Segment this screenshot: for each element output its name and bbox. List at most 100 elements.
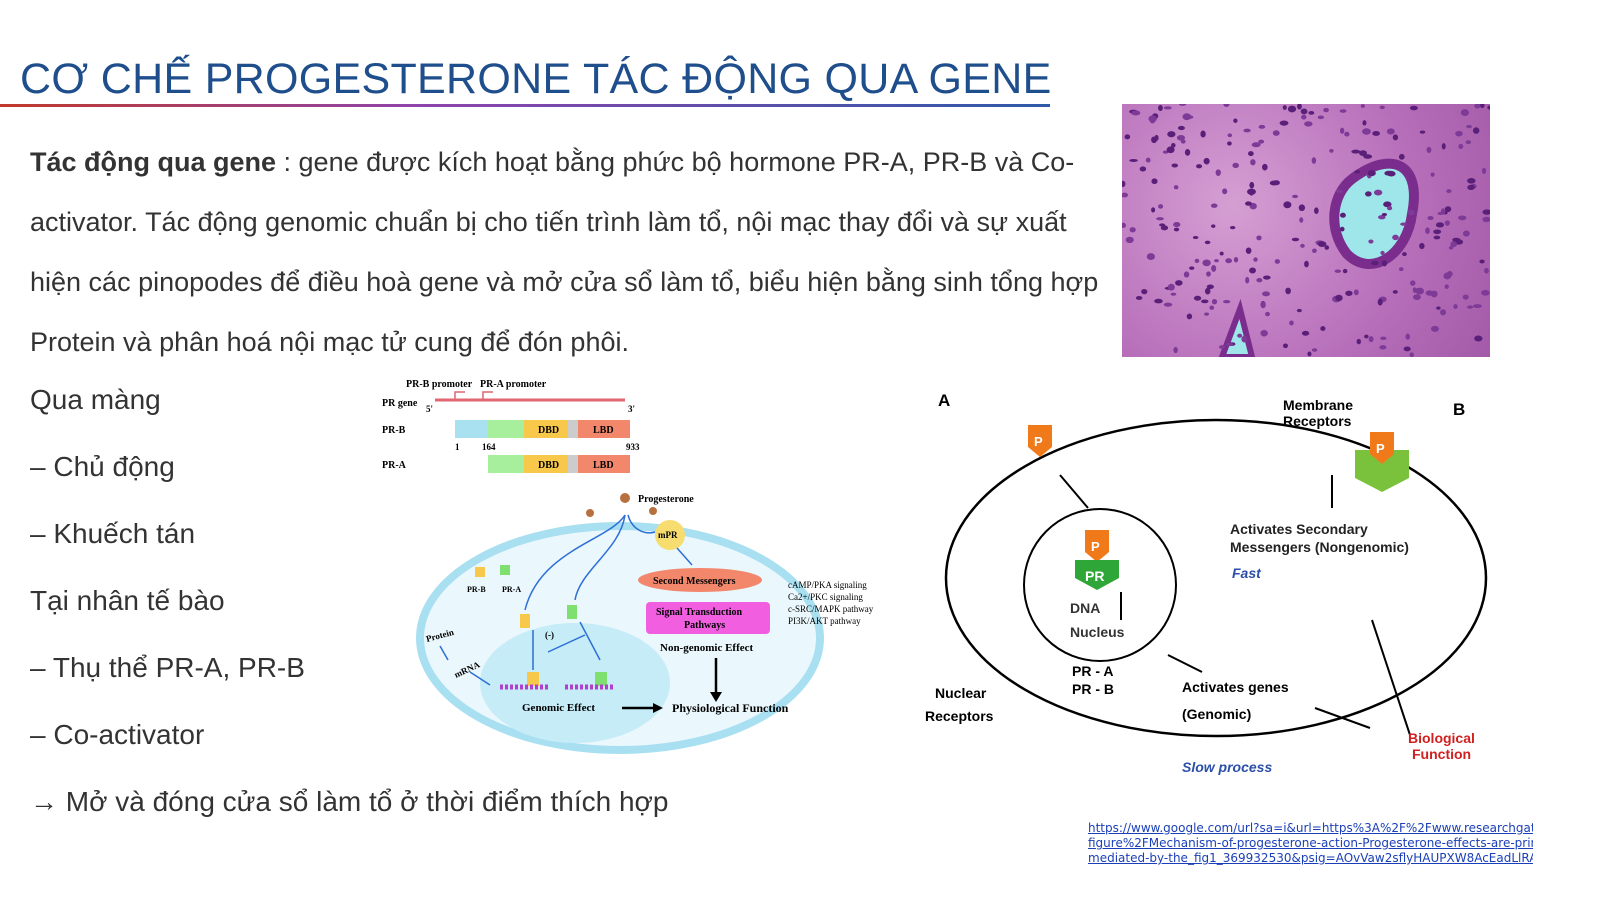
- cell-nucleus: [1253, 257, 1258, 262]
- activates-genes-label: Activates genes: [1182, 679, 1289, 695]
- cell-nucleus: [1204, 240, 1211, 245]
- cell-nucleus: [1317, 115, 1325, 120]
- cell-nucleus: [1419, 130, 1426, 134]
- cell-nucleus: [1262, 291, 1270, 297]
- cell-nucleus: [1179, 104, 1187, 106]
- pr-b-label: PR - B: [1072, 681, 1114, 697]
- cell-nucleus: [1398, 267, 1404, 272]
- cell-nucleus: [1334, 269, 1342, 273]
- membrane-receptors-label: Membrane: [1283, 397, 1353, 413]
- cell-nucleus: [1430, 325, 1439, 332]
- cell-nucleus: [1260, 329, 1268, 337]
- signal-transduction-label: Signal Transduction: [656, 607, 742, 618]
- cell-nucleus: [1287, 105, 1297, 113]
- cell-nucleus: [1412, 294, 1421, 301]
- cell-nucleus: [1204, 312, 1209, 316]
- cell-nucleus: [1452, 237, 1461, 242]
- pr-a-label: PR-A: [382, 460, 407, 471]
- cell-nucleus: [1472, 127, 1480, 134]
- cell-nucleus: [1206, 284, 1214, 290]
- cell-nucleus: [1344, 131, 1350, 137]
- cell-nucleus: [1301, 114, 1307, 120]
- cell-nucleus: [1158, 204, 1164, 209]
- cell-nucleus: [1379, 105, 1385, 110]
- cell-nucleus: [1122, 180, 1126, 188]
- cell-nucleus: [1467, 184, 1475, 190]
- cell-nucleus: [1148, 115, 1157, 123]
- cell-nucleus: [1392, 134, 1399, 141]
- cell-nucleus: [1151, 207, 1156, 213]
- cell-nucleus: [1444, 206, 1452, 213]
- source-link[interactable]: figure%2FMechanism-of-progesterone-actio…: [1088, 836, 1533, 850]
- cell-nucleus: [1200, 130, 1206, 138]
- cell-nucleus: [1232, 162, 1239, 169]
- cell-nucleus: [1272, 180, 1280, 186]
- cell-nucleus: [1131, 110, 1141, 116]
- second-messengers-label: Second Messengers: [653, 576, 736, 587]
- cell-nucleus: [1154, 134, 1159, 141]
- cell-nucleus: [1373, 189, 1383, 196]
- cell-nucleus: [1298, 204, 1306, 212]
- intro-paragraph: Tác động qua gene : gene được kích hoạt …: [30, 132, 1110, 372]
- cell-nucleus: [1482, 209, 1490, 215]
- cell-nucleus: [1339, 226, 1345, 232]
- cell-nucleus: [1444, 220, 1450, 226]
- cell-nucleus: [1170, 292, 1177, 296]
- cell-nucleus: [1353, 289, 1359, 296]
- cell-nucleus: [1173, 346, 1178, 354]
- cell-nucleus: [1225, 342, 1234, 347]
- cell-nucleus: [1203, 157, 1210, 165]
- cell-nucleus: [1245, 201, 1252, 206]
- cell-nucleus: [1233, 118, 1238, 123]
- cell-nucleus: [1201, 299, 1209, 304]
- cell-nucleus: [1245, 247, 1252, 254]
- cell-nucleus: [1403, 346, 1411, 352]
- pos-1: 1: [455, 442, 460, 452]
- cell-nucleus: [1433, 229, 1442, 235]
- slide-title: CƠ CHẾ PROGESTERONE TÁC ĐỘNG QUA GENE: [20, 55, 1052, 103]
- cell-nucleus: [1260, 301, 1266, 309]
- cell-nucleus: [1218, 345, 1226, 349]
- nucleus-label: Nucleus: [1070, 624, 1125, 640]
- list-item-conclusion: → Mở và đóng cửa sổ làm tổ ở thời điểm t…: [30, 786, 669, 817]
- cell-nucleus: [1141, 289, 1148, 295]
- source-link[interactable]: https://www.google.com/url?sa=i&url=http…: [1088, 821, 1533, 835]
- cell-nucleus: [1427, 216, 1434, 221]
- cell-nucleus: [1193, 295, 1202, 301]
- svg-text:Receptors: Receptors: [925, 708, 994, 724]
- cell-nucleus: [1274, 259, 1280, 264]
- cell-nucleus: [1448, 245, 1454, 250]
- source-link[interactable]: mediated-by-the_fig1_369932530&psig=AOvV…: [1088, 851, 1533, 865]
- cell-nucleus: [1223, 300, 1231, 304]
- cell-nucleus: [1372, 130, 1380, 136]
- cell-nucleus: [1243, 128, 1251, 133]
- pathway-text: PI3K/AKT pathway: [788, 616, 861, 626]
- cell-nucleus: [1479, 259, 1485, 264]
- cell-nucleus: [1151, 178, 1158, 185]
- cell-nucleus: [1186, 313, 1193, 320]
- cell-nucleus: [1300, 243, 1305, 248]
- cell-nucleus: [1249, 267, 1256, 274]
- cell-nucleus: [1407, 209, 1416, 216]
- cell-nucleus: [1380, 336, 1387, 341]
- cell-nucleus: [1433, 235, 1441, 240]
- cell-nucleus: [1173, 227, 1180, 232]
- activates-secondary-label: Activates Secondary: [1230, 521, 1368, 537]
- cell-nucleus: [1283, 343, 1288, 349]
- cell-nucleus: [1412, 287, 1417, 293]
- cell-nucleus: [1458, 215, 1467, 221]
- title-underline: [0, 104, 1050, 107]
- cell-nucleus: [1455, 130, 1463, 137]
- cell-nucleus: [1410, 280, 1416, 286]
- pos-164: 164: [482, 442, 496, 452]
- cell-nucleus: [1381, 260, 1388, 267]
- cell-nucleus: [1173, 222, 1181, 228]
- cell-nucleus: [1481, 289, 1490, 296]
- cell-nucleus: [1241, 335, 1248, 343]
- pr-b-promoter-label: PR-B promoter: [406, 379, 473, 390]
- histology-image: [1122, 104, 1490, 357]
- cell-nucleus: [1465, 140, 1472, 145]
- cell-nucleus: [1481, 167, 1487, 175]
- cell-nucleus: [1392, 290, 1398, 294]
- nuclear-receptors-label: Nuclear: [935, 685, 987, 701]
